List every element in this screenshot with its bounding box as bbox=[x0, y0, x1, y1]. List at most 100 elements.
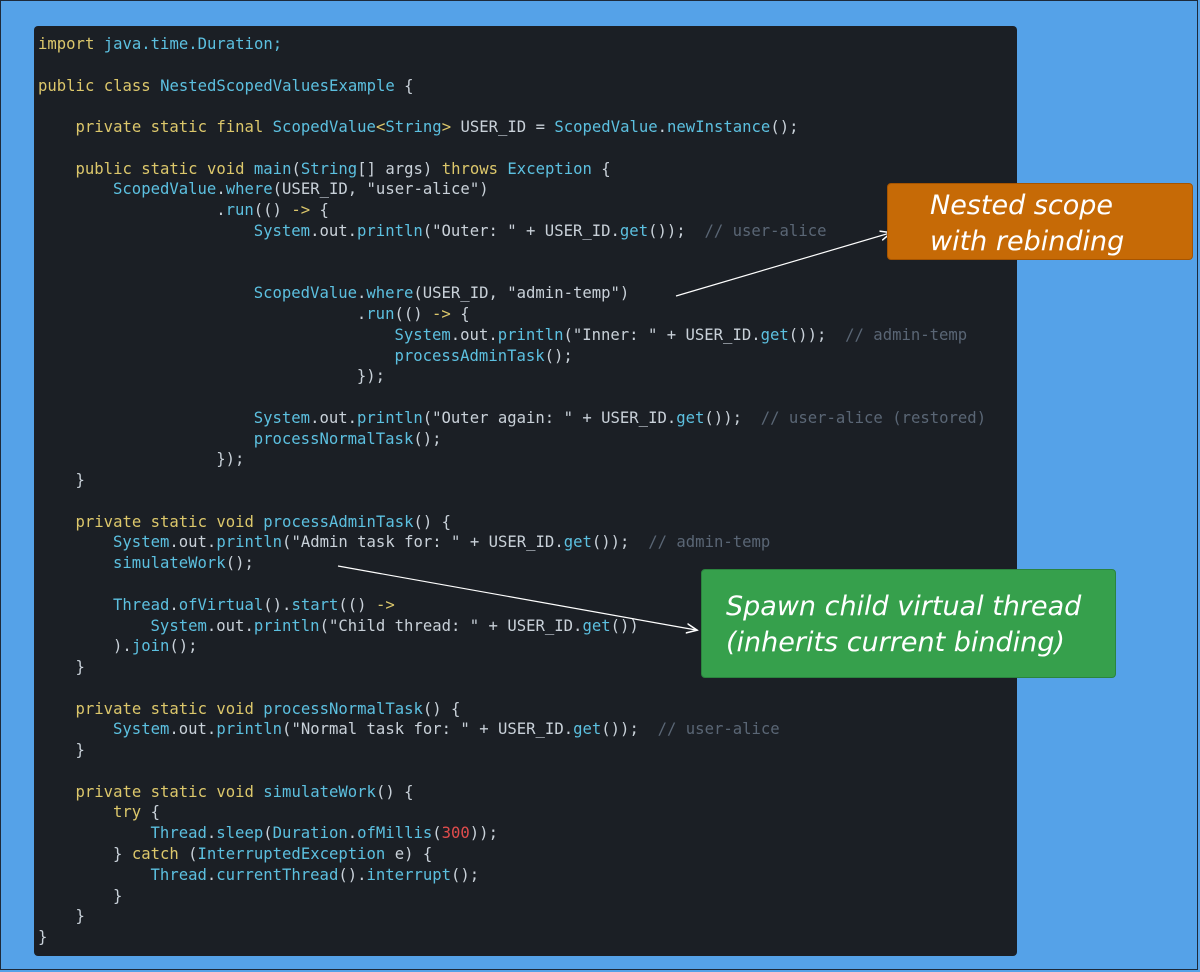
code-line: }); bbox=[216, 448, 244, 470]
code-token: . bbox=[657, 118, 668, 137]
code-token: } bbox=[113, 886, 123, 905]
code-token: ()); bbox=[601, 720, 658, 739]
code-token: + USER_ID. bbox=[657, 325, 761, 344]
code-line: processNormalTask(); bbox=[254, 428, 442, 450]
code-token: // user-alice (restored) bbox=[760, 408, 987, 427]
code-token: "Child thread: " bbox=[328, 616, 480, 635]
code-token: System bbox=[113, 533, 170, 552]
code-token: "Outer again: " bbox=[432, 408, 573, 427]
code-token: String bbox=[300, 159, 358, 178]
code-line: simulateWork(); bbox=[113, 552, 254, 574]
code-token: e) { bbox=[385, 845, 433, 864]
code-token: interrupt bbox=[366, 865, 452, 884]
code-token: private static void bbox=[75, 512, 264, 531]
code-token: .out. bbox=[310, 221, 358, 240]
code-token: // admin-temp bbox=[845, 325, 968, 344]
code-token: ( bbox=[422, 221, 433, 240]
code-token: } bbox=[75, 741, 85, 760]
code-token: ( bbox=[282, 533, 292, 552]
child-thread-arrow bbox=[337, 565, 696, 630]
code-token: . bbox=[357, 284, 367, 303]
code-token: ScopedValue bbox=[272, 118, 376, 137]
code-token: NestedScopedValuesExample bbox=[160, 76, 395, 95]
code-token: ( bbox=[291, 159, 301, 178]
code-line: System.out.println("Child thread: " + US… bbox=[151, 615, 639, 637]
code-token: "user-alice" bbox=[366, 180, 480, 199]
code-token: println bbox=[357, 408, 423, 427]
code-token: processNormalTask bbox=[253, 429, 414, 448]
code-line: public static void main(String[] args) t… bbox=[76, 158, 611, 180]
code-token: + USER_ID. bbox=[460, 533, 564, 552]
code-token: { bbox=[310, 201, 329, 220]
code-token: get bbox=[573, 720, 602, 739]
code-token: newInstance bbox=[667, 118, 771, 137]
code-token: Thread bbox=[150, 865, 207, 884]
code-token: .out. bbox=[169, 533, 217, 552]
code-token: .out. bbox=[310, 408, 358, 427]
code-token: ()) bbox=[610, 616, 639, 635]
code-token: }); bbox=[356, 367, 386, 386]
code-token: ( bbox=[432, 824, 442, 843]
code-token: > bbox=[441, 118, 461, 137]
code-token: } bbox=[75, 471, 85, 490]
code-token: println bbox=[216, 720, 283, 739]
code-token: println bbox=[253, 616, 320, 635]
code-line: public class NestedScopedValuesExample { bbox=[38, 75, 414, 97]
code-line: System.out.println("Inner: " + USER_ID.g… bbox=[394, 324, 967, 346]
code-line: processAdminTask(); bbox=[394, 345, 572, 367]
code-token: simulateWork bbox=[113, 554, 226, 573]
code-token: (); bbox=[770, 118, 799, 137]
code-token: [] args) bbox=[357, 159, 442, 178]
code-token: processAdminTask bbox=[263, 512, 414, 531]
code-line: Thread.ofVirtual().start(() -> bbox=[113, 594, 395, 616]
code-token: < bbox=[375, 118, 386, 137]
code-token: start bbox=[291, 595, 339, 614]
code-token: ()); bbox=[788, 325, 846, 344]
code-token: private static void bbox=[75, 699, 264, 718]
code-token: . bbox=[216, 201, 226, 220]
code-token: ofVirtual bbox=[178, 595, 264, 614]
code-line: ScopedValue.where(USER_ID, "admin-temp") bbox=[254, 282, 630, 304]
code-token: (); bbox=[544, 346, 573, 365]
code-token: where bbox=[366, 284, 414, 303]
code-token: . bbox=[206, 824, 217, 843]
code-token: . bbox=[347, 824, 358, 843]
code-token: ()); bbox=[704, 408, 761, 427]
code-token: (). bbox=[263, 595, 292, 614]
code-token: -> bbox=[291, 201, 311, 220]
code-token: get bbox=[619, 221, 649, 240]
code-line: } bbox=[38, 926, 47, 948]
code-line: import java.time.Duration; bbox=[38, 33, 282, 55]
code-line: System.out.println("Outer: " + USER_ID.g… bbox=[254, 220, 827, 242]
code-token: . bbox=[216, 180, 226, 199]
code-line: } catch (InterruptedException e) { bbox=[113, 843, 432, 865]
code-token: System bbox=[150, 616, 207, 635]
code-token: .out. bbox=[169, 720, 217, 739]
code-token: (() bbox=[253, 201, 292, 220]
code-line: .run(() -> { bbox=[357, 303, 470, 325]
code-token: main bbox=[253, 159, 292, 178]
code-token: + USER_ID. bbox=[516, 221, 620, 240]
code-token: run bbox=[366, 305, 395, 323]
code-token: . bbox=[206, 865, 217, 884]
code-token: // user-alice bbox=[657, 720, 780, 739]
code-token: sleep bbox=[216, 824, 264, 843]
code-token: -> bbox=[432, 305, 451, 323]
code-token: (USER_ID, bbox=[272, 180, 367, 199]
annotation-line: with rebinding bbox=[930, 226, 1125, 257]
code-token: . bbox=[356, 305, 367, 323]
code-token: System bbox=[253, 408, 311, 427]
code-token: ScopedValue bbox=[554, 118, 658, 137]
code-token: ()); bbox=[648, 221, 705, 240]
annotation-nested-scope: Nested scope with rebinding bbox=[887, 183, 1193, 260]
code-line: ).join(); bbox=[113, 635, 198, 657]
code-token: ( bbox=[563, 325, 573, 344]
code-token: + USER_ID. bbox=[572, 408, 677, 427]
code-token: ()); bbox=[591, 533, 649, 552]
code-token: + USER_ID. bbox=[469, 720, 574, 739]
code-token: ofMillis bbox=[357, 824, 433, 843]
code-token: String bbox=[385, 118, 442, 137]
code-token: ( bbox=[263, 824, 273, 843]
code-line: private static void processAdminTask() { bbox=[76, 511, 452, 533]
annotation-line: Spawn child virtual thread bbox=[726, 591, 1082, 622]
